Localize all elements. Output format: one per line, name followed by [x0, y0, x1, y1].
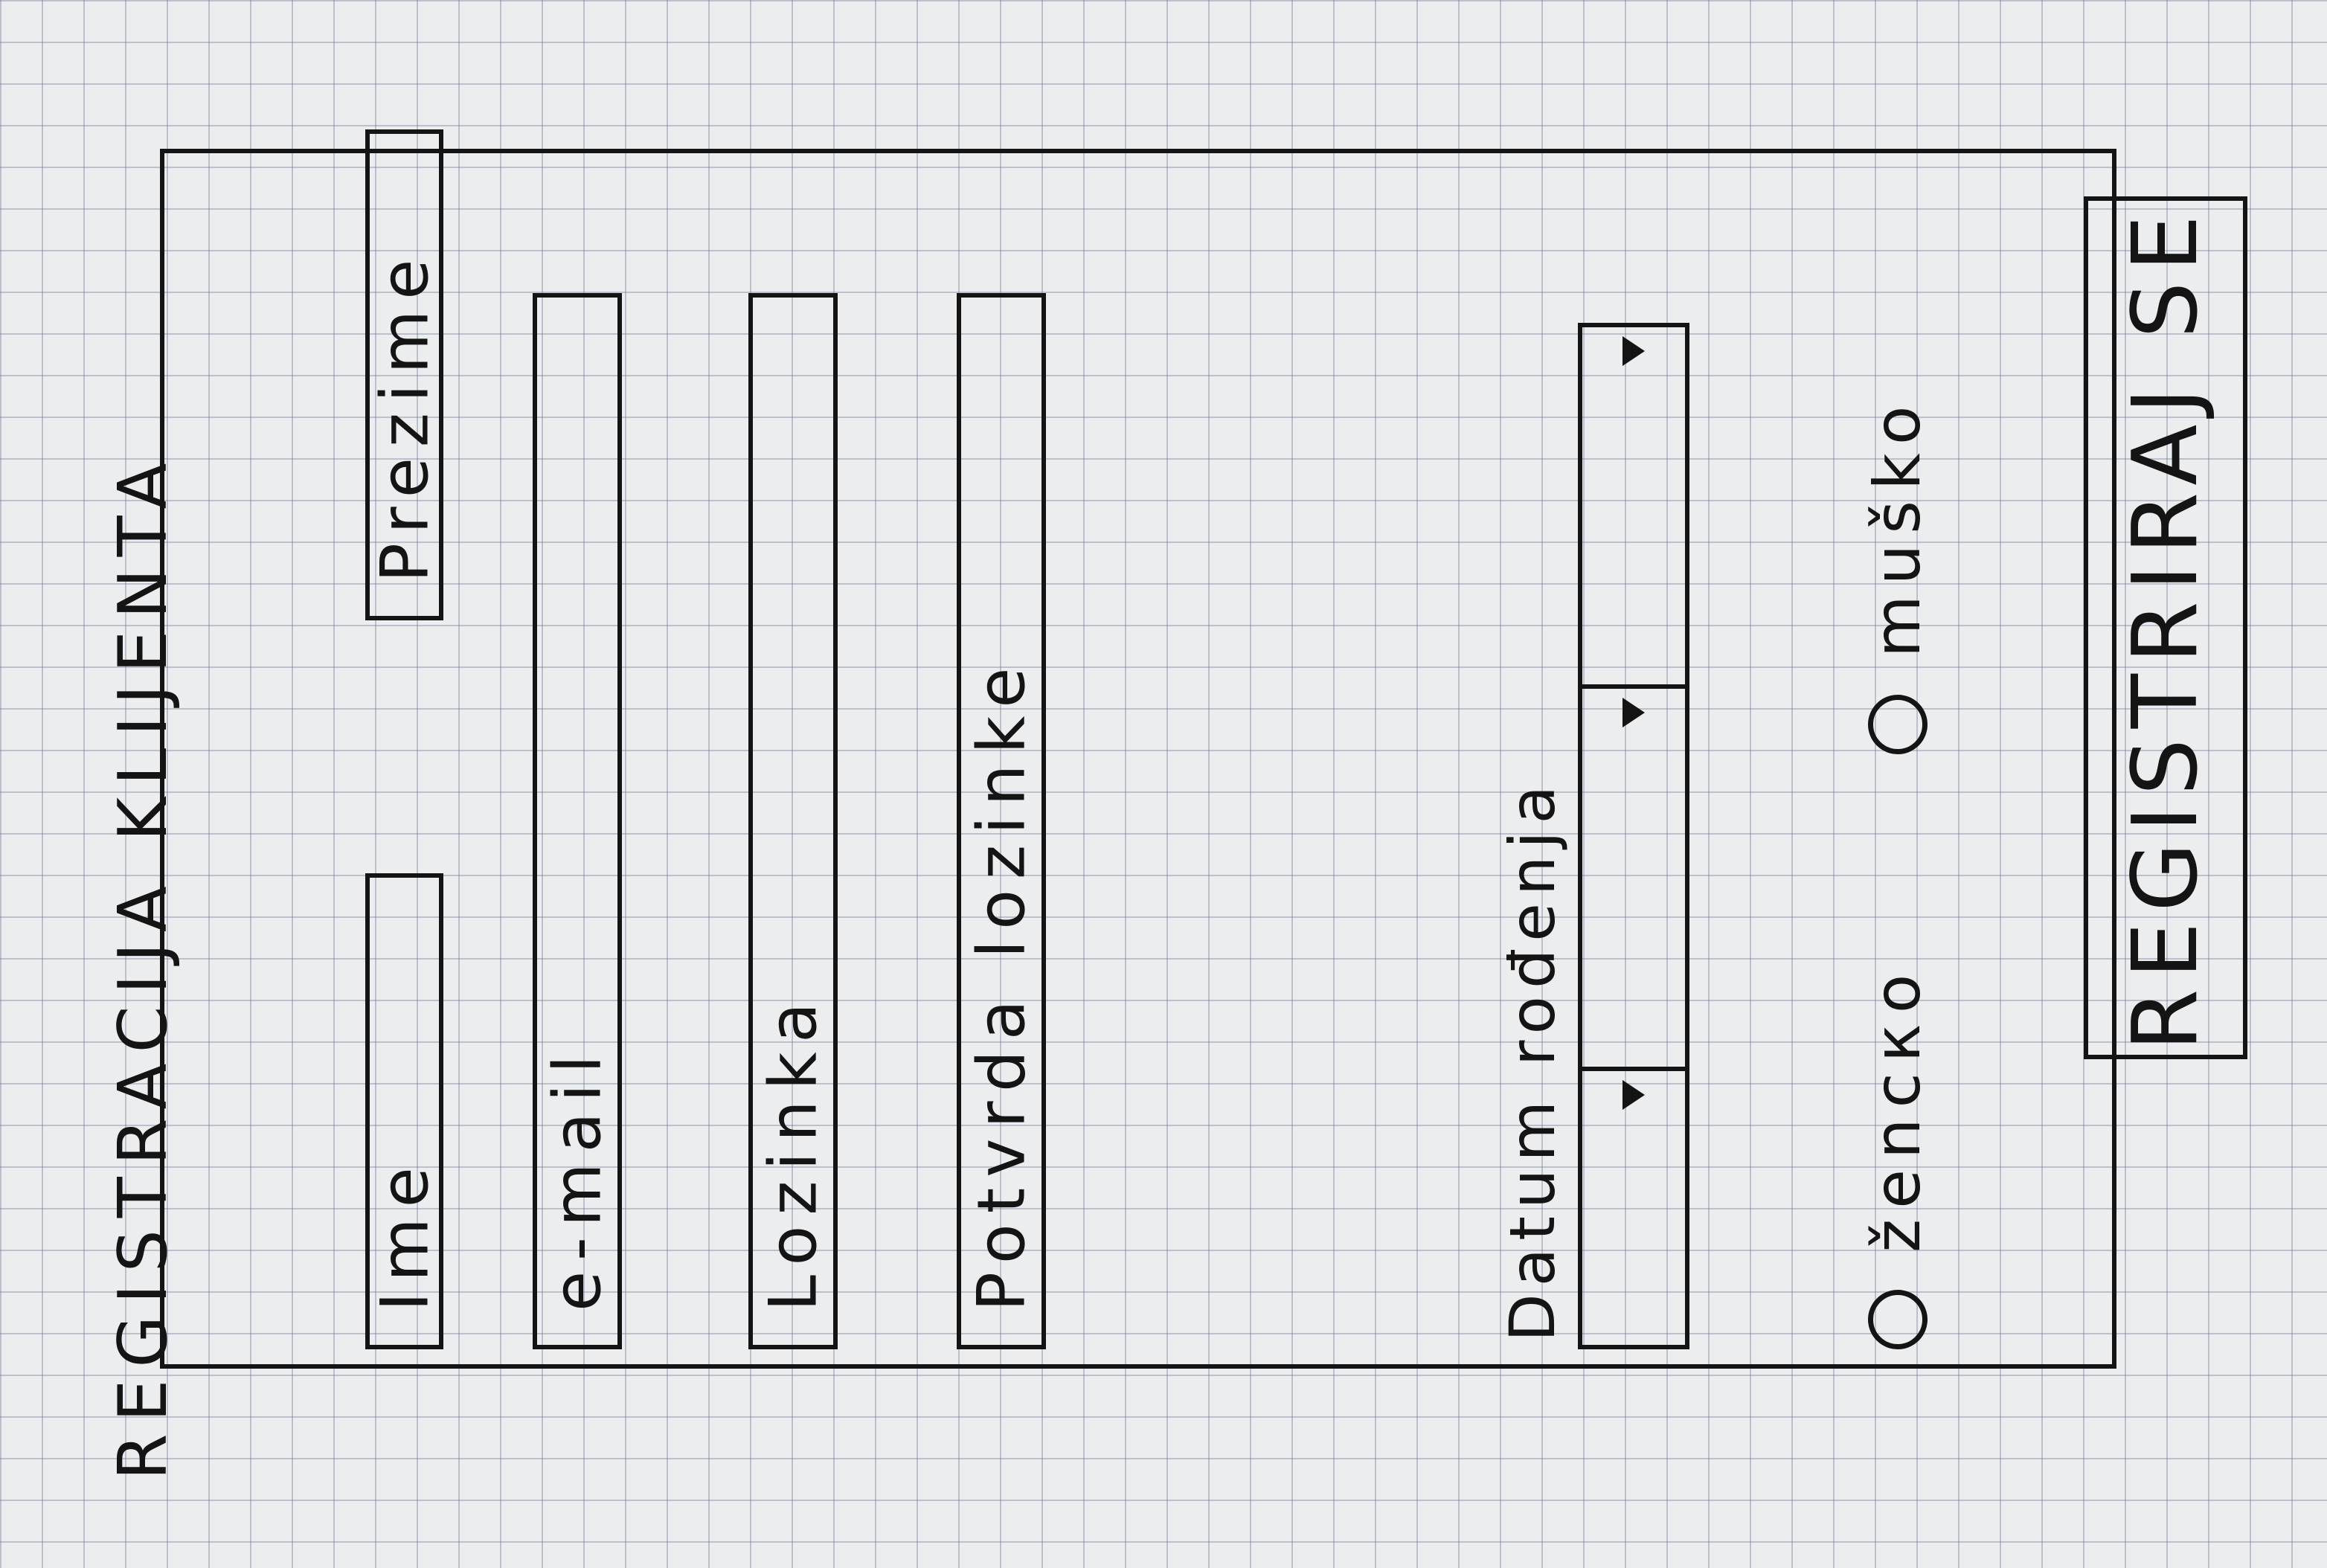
password-input[interactable]: Lozinka: [748, 293, 838, 1349]
birth-month-select[interactable]: [1578, 684, 1689, 1071]
first-name-input[interactable]: Ime: [365, 873, 443, 1349]
registration-wireframe: REGISTRACIJA KLIJENTA Ime Prezime e-mail…: [86, 104, 2247, 1480]
triangle-down-icon: [1623, 1080, 1645, 1110]
triangle-down-icon: [1623, 698, 1645, 727]
last-name-input[interactable]: Prezime: [365, 129, 443, 620]
password-placeholder: Lozinka: [754, 992, 832, 1311]
email-placeholder: e-mail: [539, 1044, 616, 1311]
radio-button[interactable]: [1868, 695, 1928, 754]
birth-day-select[interactable]: [1578, 1067, 1689, 1349]
first-name-placeholder: Ime: [366, 1157, 443, 1311]
registration-window: Ime Prezime e-mail Lozinka Potvrda lozin…: [160, 129, 2247, 1369]
confirm-password-placeholder: Potvrda lozinke: [963, 657, 1040, 1311]
gender-male-option[interactable]: muško: [1846, 396, 1950, 754]
confirm-password-input[interactable]: Potvrda lozinke: [957, 293, 1046, 1349]
last-name-placeholder: Prezime: [366, 248, 443, 582]
register-button[interactable]: REGISTRIRAJ SE: [2084, 196, 2247, 1059]
triangle-down-icon: [1623, 336, 1645, 366]
gender-male-label: muško: [1861, 395, 1935, 658]
radio-button[interactable]: [1868, 1290, 1928, 1349]
birth-date-picker: [1578, 323, 1689, 1349]
email-input[interactable]: e-mail: [533, 293, 622, 1349]
birth-date-label: Datum rođenja: [1496, 778, 1569, 1342]
gender-female-label: ženско: [1861, 963, 1935, 1253]
gender-radio-group: ženско muško: [1846, 159, 1950, 1349]
gender-female-option[interactable]: ženско: [1846, 964, 1950, 1349]
birth-year-select[interactable]: [1578, 323, 1689, 689]
